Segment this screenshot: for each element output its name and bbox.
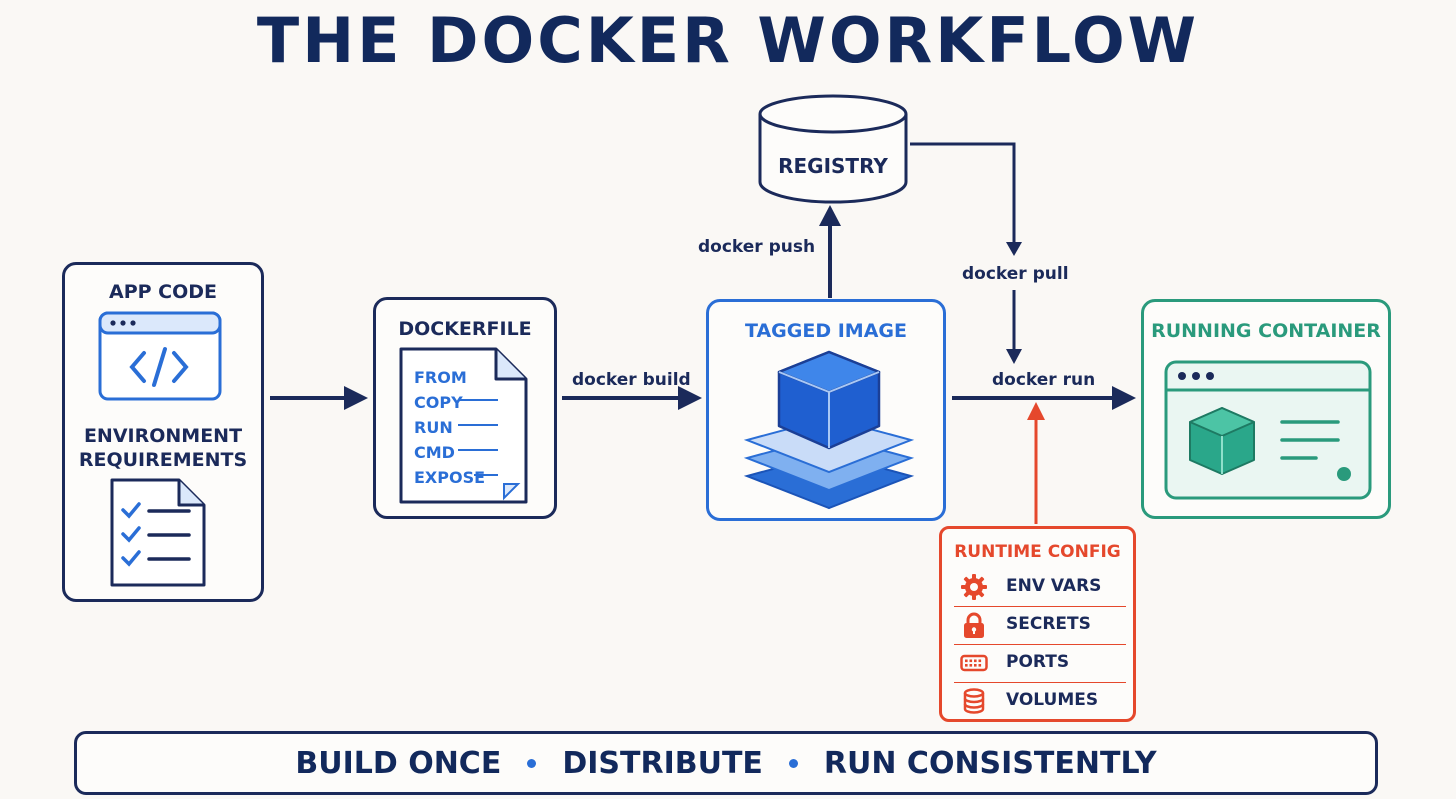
runtime-config-panel: RUNTIME CONFIG ENV VARS — [939, 526, 1136, 722]
checklist-icon — [110, 478, 206, 587]
dockerfile-label: DOCKERFILE — [398, 318, 532, 340]
running-container-panel: RUNNING CONTAINER — [1141, 299, 1391, 519]
label-docker-pull: docker pull — [962, 264, 1069, 284]
gear-icon — [961, 574, 987, 600]
label-docker-build: docker build — [572, 370, 691, 390]
tagged-image-label: TAGGED IMAGE — [744, 320, 907, 342]
divider — [954, 682, 1126, 683]
environment-label-line2: REQUIREMENTS — [78, 449, 248, 471]
label-docker-run: docker run — [992, 370, 1096, 390]
dockerfile-line: COPY — [414, 393, 463, 412]
runtime-config-item-label: PORTS — [1006, 652, 1070, 672]
arrowhead-run — [1112, 386, 1136, 410]
runtime-config-item-volumes: VOLUMES — [954, 683, 1126, 720]
ports-icon — [960, 654, 988, 672]
arrowhead-build — [678, 386, 702, 410]
runtime-config-item-label: VOLUMES — [1006, 690, 1099, 710]
runtime-config-label: RUNTIME CONFIG — [954, 542, 1121, 562]
runtime-config-item-env-vars: ENV VARS — [954, 569, 1126, 606]
divider — [954, 644, 1126, 645]
runtime-config-item-secrets: SECRETS — [954, 607, 1126, 644]
lock-icon — [964, 612, 984, 638]
environment-label-line1: ENVIRONMENT — [83, 425, 243, 447]
label-docker-push: docker push — [698, 237, 816, 257]
tagged-image-panel: TAGGED IMAGE — [706, 299, 946, 521]
code-window-icon — [98, 311, 222, 401]
dockerfile-line: RUN — [414, 418, 453, 437]
runtime-config-item-ports: PORTS — [954, 645, 1126, 682]
runtime-config-item-label: ENV VARS — [1006, 576, 1102, 596]
app-code-label: APP CODE — [108, 281, 218, 303]
dockerfile-line: FROM — [414, 368, 467, 387]
tagline-build-once: BUILD ONCE — [295, 745, 502, 781]
page-title: THE DOCKER WORKFLOW — [256, 4, 1200, 77]
image-layers-icon — [743, 350, 915, 510]
tagline-run-consistently: RUN CONSISTENTLY — [823, 745, 1157, 781]
dockerfile-panel: DOCKERFILE FROM COPY RUN CMD EXPOSE — [373, 297, 557, 519]
bullet-dot — [788, 758, 798, 768]
app-code-panel: APP CODE ENVIRONMENT REQUIREMENTS — [62, 262, 264, 602]
dockerfile-line: EXPOSE — [414, 468, 486, 487]
bullet-dot — [527, 758, 537, 768]
registry-label: REGISTRY — [778, 154, 888, 178]
tagline-distribute: DISTRIBUTE — [562, 745, 763, 781]
tagline-banner: BUILD ONCE DISTRIBUTE RUN CONSISTENTLY — [74, 731, 1378, 795]
runtime-config-item-label: SECRETS — [1006, 614, 1091, 634]
arrow-pull-top — [910, 142, 1016, 244]
arrowhead-pull-top — [1006, 242, 1022, 256]
dockerfile-line: CMD — [414, 443, 455, 462]
database-icon — [963, 688, 985, 714]
registry-cylinder — [758, 94, 908, 204]
divider — [954, 606, 1126, 607]
running-container-label: RUNNING CONTAINER — [1151, 320, 1381, 342]
arrowhead-app-to-dockerfile — [344, 386, 368, 410]
arrowhead-push — [819, 205, 841, 226]
arrowhead-pull-bottom — [1006, 349, 1022, 364]
container-window-icon — [1164, 360, 1372, 500]
document-icon — [399, 347, 528, 504]
arrowhead-runtime-config — [1027, 402, 1045, 420]
